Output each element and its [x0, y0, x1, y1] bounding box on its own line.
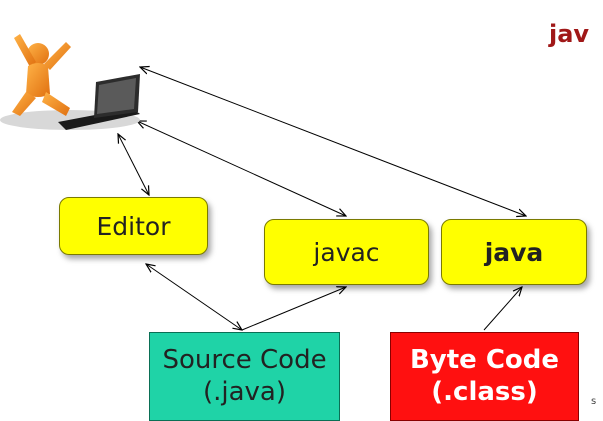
byte-code-box: Byte Code (.class): [390, 332, 579, 421]
arrow-bytecode-java: [483, 287, 522, 331]
arrow-user-javac: [137, 121, 346, 216]
editor-box: Editor: [59, 197, 208, 255]
arrow-user-editor: [118, 134, 149, 195]
source-code-line2: (.java): [202, 376, 287, 407]
arrow-user-java: [140, 67, 526, 216]
arrow-editor-source: [146, 264, 242, 330]
java-label: java: [484, 237, 544, 267]
javac-label: javac: [313, 237, 380, 267]
byte-code-line2: (.class): [431, 376, 538, 407]
corner-mark: s: [591, 396, 597, 407]
byte-code-line1: Byte Code: [409, 344, 560, 375]
source-code-line1: Source Code: [162, 344, 327, 375]
person-with-laptop-icon: [0, 34, 140, 130]
editor-label: Editor: [96, 211, 171, 241]
slide-title-fragment: jav: [549, 20, 590, 48]
arrow-source-javac: [241, 287, 346, 331]
java-box: java: [441, 219, 587, 285]
javac-box: javac: [264, 219, 429, 285]
source-code-box: Source Code (.java): [149, 332, 340, 421]
